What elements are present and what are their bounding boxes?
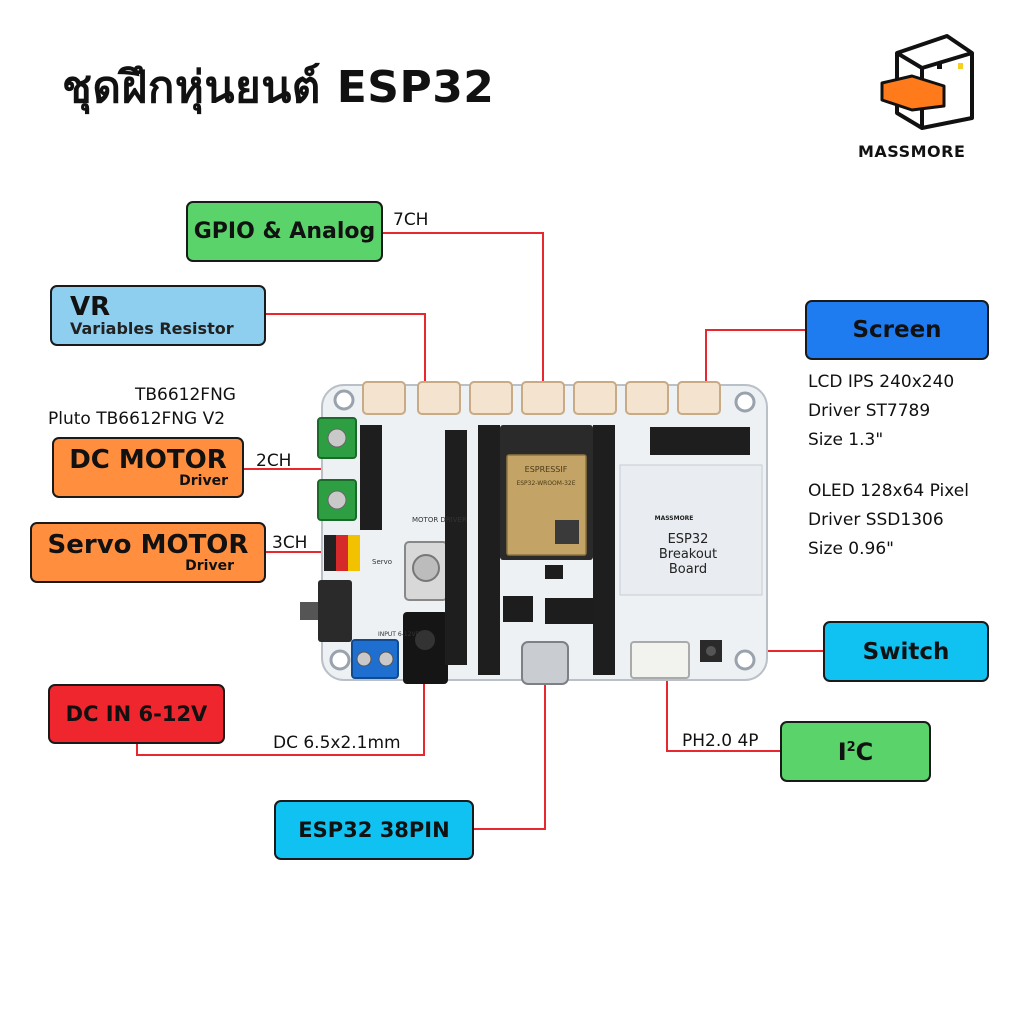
esp32-title: ESP32 38PIN (298, 818, 450, 842)
screen-spec-1: LCD IPS 240x240 (808, 372, 955, 392)
dc-in-note: DC 6.5x2.1mm (273, 733, 401, 753)
page-title: ชุดฝึกหุ่นยนต์ ESP32 (62, 62, 495, 113)
i2c-title: I2C (837, 737, 874, 766)
dc-motor-info-1: TB6612FNG (135, 385, 236, 405)
screen-label: Screen (805, 300, 989, 360)
breakout-brand: MASSMORE (655, 515, 694, 522)
duck-logo-icon (880, 34, 974, 130)
screen-spec-2: Driver ST7789 (808, 401, 931, 421)
breakout-line1: ESP32 (668, 532, 709, 547)
esp32-label: ESP32 38PIN (274, 800, 474, 860)
servo-motor-subtitle: Driver (185, 557, 234, 574)
input-text: INPUT 6-12VDC (378, 631, 424, 638)
switch-title: Switch (862, 638, 950, 665)
breakout-line2: Breakout (659, 547, 717, 562)
gpio-channel-note: 7CH (393, 210, 429, 230)
servo-text: Servo (372, 558, 392, 566)
breakout-line3: Board (669, 562, 707, 577)
gpio-line (383, 232, 544, 395)
dc-motor-channel-note: 2CH (256, 451, 292, 471)
screen-spec-7: Size 0.96" (808, 539, 894, 559)
dc-motor-title: DC MOTOR (69, 444, 227, 475)
vr-title: VR (70, 291, 111, 322)
screen-spec-5: OLED 128x64 Pixel (808, 481, 969, 501)
i2c-label: I2C (780, 721, 931, 782)
brand-name: MASSMORE (858, 142, 966, 161)
dc-motor-label: DC MOTOR Driver (52, 437, 244, 498)
module-brand: ESPRESSIF (525, 465, 568, 474)
dc-in-label: DC IN 6-12V (48, 684, 225, 744)
dc-motor-info-2: Pluto TB6612FNG V2 (48, 409, 226, 429)
screen-spec-6: Driver SSD1306 (808, 510, 944, 530)
screen-title: Screen (852, 317, 942, 343)
servo-motor-label: Servo MOTOR Driver (30, 522, 266, 583)
dc-motor-subtitle: Driver (179, 472, 228, 489)
dc-in-title: DC IN 6-12V (65, 702, 208, 726)
module-name: ESP32-WROOM-32E (516, 480, 575, 487)
screen-specs: LCD IPS 240x240 Driver ST7789 Size 1.3" … (808, 368, 969, 564)
servo-channel-note: 3CH (272, 533, 308, 553)
gpio-analog-title: GPIO & Analog (193, 219, 376, 244)
brand-logo (872, 28, 982, 138)
i2c-line (666, 672, 780, 752)
gpio-analog-label: GPIO & Analog (186, 201, 383, 262)
motor-driver-text: MOTOR DRIVER (412, 516, 467, 524)
screen-spec-3: Size 1.3" (808, 430, 884, 450)
vr-subtitle: Variables Resistor (70, 318, 234, 338)
servo-motor-title: Servo MOTOR (47, 529, 249, 560)
i2c-note: PH2.0 4P (682, 731, 759, 751)
switch-label: Switch (823, 621, 989, 682)
vr-label: VR Variables Resistor (50, 285, 266, 346)
